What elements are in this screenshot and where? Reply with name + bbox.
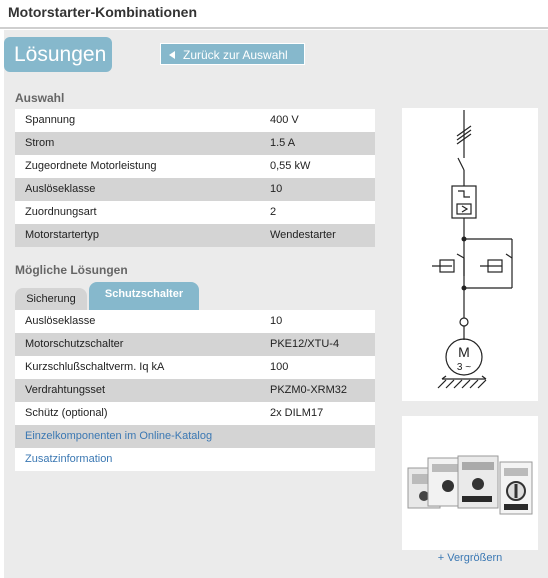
row-label: Kurzschlußschaltverm. Iq kA: [25, 361, 165, 373]
table-row: Motorschutzschalter PKE12/XTU-4: [15, 333, 375, 356]
loesungen-table: Auslöseklasse 10 Motorschutzschalter PKE12…: [15, 310, 375, 471]
table-row: Verdrahtungsset PKZM0-XRM32: [15, 379, 375, 402]
catalog-link-row: Einzelkomponenten im Online-Katalog: [15, 425, 375, 448]
product-photo[interactable]: [402, 416, 538, 550]
row-label: Spannung: [25, 114, 76, 126]
loesungen-heading: Mögliche Lösungen: [15, 263, 128, 277]
additional-info-link[interactable]: Zusatzinformation: [25, 453, 113, 465]
table-row: Auslöseklasse 10: [15, 178, 375, 201]
table-row: Motorstartertyp Wendestarter: [15, 224, 375, 247]
motor-label: M: [458, 344, 470, 360]
online-catalog-link[interactable]: Einzelkomponenten im Online-Katalog: [25, 430, 213, 442]
table-row: Schütz (optional) 2x DILM17: [15, 402, 375, 425]
table-row: Auslöseklasse 10: [15, 310, 375, 333]
table-row: Strom 1.5 A: [15, 132, 375, 155]
arrow-left-icon: [169, 51, 175, 59]
table-row: Spannung 400 V: [15, 109, 375, 132]
row-value: 0,55 kW: [270, 160, 311, 172]
auswahl-table: Spannung 400 V Strom 1.5 A Zugeordnete Mot…: [15, 109, 375, 247]
table-row: Zuordnungsart 2: [15, 201, 375, 224]
row-value: 2x DILM17: [270, 407, 324, 419]
row-value: Wendestarter: [270, 229, 336, 241]
tab-sicherung[interactable]: Sicherung: [15, 288, 87, 310]
enlarge-link[interactable]: + Vergrößern: [437, 552, 503, 564]
row-label: Schütz (optional): [25, 407, 108, 419]
row-label: Motorstartertyp: [25, 229, 99, 241]
row-label: Auslöseklasse: [25, 315, 96, 327]
row-label: Strom: [25, 137, 55, 149]
circuit-diagram: M 3 ~: [402, 108, 538, 401]
info-link-row: Zusatzinformation: [15, 448, 375, 471]
table-row: Kurzschlußschaltverm. Iq kA 100: [15, 356, 375, 379]
row-value: 10: [270, 183, 283, 195]
row-value: 10: [270, 315, 283, 327]
circuit-diagram-svg: M 3 ~: [432, 110, 513, 389]
table-row: Zugeordnete Motorleistung 0,55 kW: [15, 155, 375, 178]
auswahl-heading: Auswahl: [15, 91, 65, 105]
page-title: Motorstarter-Kombinationen: [8, 4, 197, 20]
tab-schutzschalter[interactable]: Schutzschalter: [89, 282, 199, 310]
row-label: Verdrahtungsset: [25, 384, 106, 396]
motor-phase-label: 3 ~: [457, 362, 471, 373]
motor-starter-image: [407, 455, 533, 515]
back-to-selection-button[interactable]: Zurück zur Auswahl: [160, 43, 305, 65]
row-label: Zuordnungsart: [25, 206, 97, 218]
row-value: 2: [270, 206, 277, 218]
row-value: 1.5 A: [270, 137, 296, 149]
back-button-label: Zurück zur Auswahl: [183, 48, 288, 62]
row-label: Zugeordnete Motorleistung: [25, 160, 157, 172]
loesungen-badge: Lösungen: [4, 37, 112, 72]
row-value: PKZM0-XRM32: [270, 384, 348, 396]
row-label: Auslöseklasse: [25, 183, 96, 195]
row-value: PKE12/XTU-4: [270, 338, 340, 350]
row-value: 400 V: [270, 114, 299, 126]
row-label: Motorschutzschalter: [25, 338, 124, 350]
row-value: 100: [270, 361, 289, 373]
title-divider: [0, 27, 548, 29]
